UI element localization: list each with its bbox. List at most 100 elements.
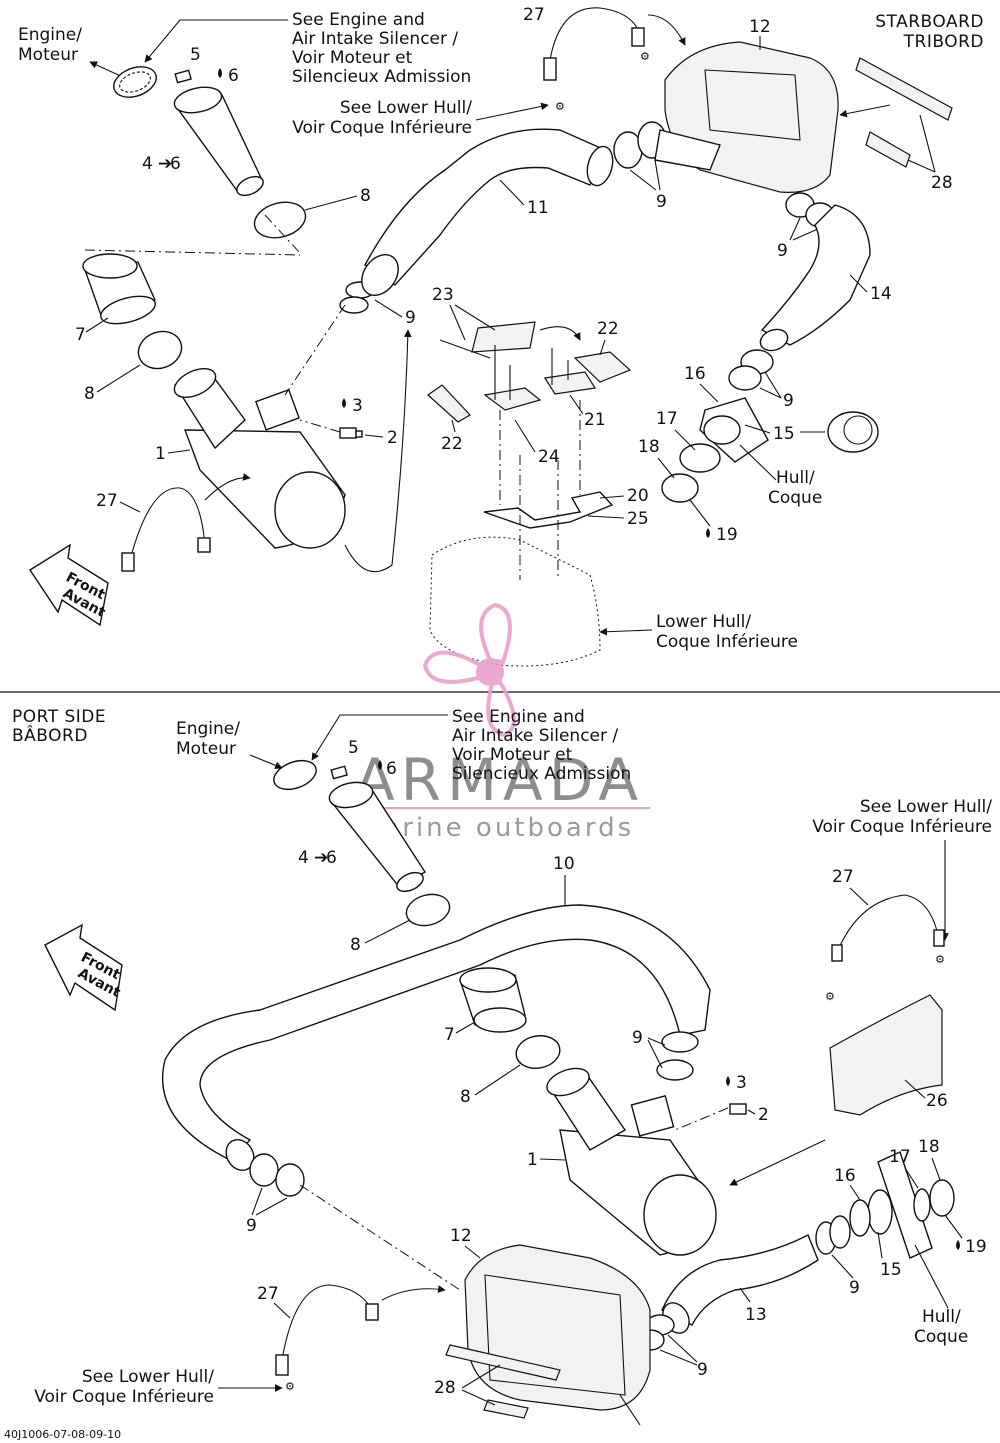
svg-text:2: 2 bbox=[758, 1105, 769, 1125]
clamp-8-bottom bbox=[405, 893, 451, 927]
svg-text:27: 27 bbox=[96, 491, 118, 511]
plug-2-top bbox=[339, 427, 363, 439]
svg-text:27: 27 bbox=[832, 867, 854, 887]
svg-text:15: 15 bbox=[880, 1260, 902, 1280]
hose-14-top bbox=[759, 204, 871, 352]
svg-text:18: 18 bbox=[638, 437, 660, 457]
svg-text:9: 9 bbox=[656, 192, 667, 212]
svg-text:1: 1 bbox=[527, 1150, 538, 1170]
clamps-9-center-bottom bbox=[656, 1031, 699, 1081]
engine-label-bottom: Engine/ bbox=[176, 719, 240, 739]
strap-27-right-bottom bbox=[831, 894, 945, 962]
front-arrow-top: Front Avant bbox=[29, 543, 109, 627]
hull-fitting-15-top bbox=[699, 397, 879, 463]
engine-clamp-top bbox=[113, 66, 157, 98]
muffler-1-top bbox=[173, 367, 346, 549]
svg-text:Coque: Coque bbox=[768, 488, 822, 508]
clamp-8b-top bbox=[137, 330, 183, 370]
see-engine-note-bottom: See Engine and bbox=[452, 707, 585, 727]
svg-text:5: 5 bbox=[190, 45, 201, 65]
svg-text:5: 5 bbox=[348, 738, 359, 758]
svg-text:7: 7 bbox=[444, 1025, 455, 1045]
svg-text:25: 25 bbox=[627, 509, 649, 529]
exhaust-outlet-4-bottom bbox=[328, 781, 426, 893]
svg-text:Voir Moteur et: Voir Moteur et bbox=[452, 745, 573, 765]
svg-text:27: 27 bbox=[523, 5, 545, 25]
svg-text:8: 8 bbox=[360, 186, 371, 206]
svg-text:⚙: ⚙ bbox=[285, 1380, 295, 1393]
svg-text:➔: ➔ bbox=[314, 848, 328, 868]
muffler-1-bottom bbox=[546, 1067, 717, 1256]
svg-text:1: 1 bbox=[155, 444, 166, 464]
front-arrow-bottom: Front Avant bbox=[44, 923, 123, 1012]
svg-text:8: 8 bbox=[350, 935, 361, 955]
coupling-7-top bbox=[82, 253, 156, 325]
svg-text:Voir Moteur et: Voir Moteur et bbox=[292, 48, 413, 68]
svg-text:16: 16 bbox=[834, 1166, 856, 1186]
strap-27-top bbox=[543, 7, 645, 81]
svg-text:Moteur: Moteur bbox=[176, 739, 236, 759]
svg-text:Air Intake Silencer /: Air Intake Silencer / bbox=[292, 29, 458, 49]
svg-text:Coque Inférieure: Coque Inférieure bbox=[656, 632, 798, 652]
svg-text:9: 9 bbox=[849, 1278, 860, 1298]
svg-text:10: 10 bbox=[553, 854, 575, 874]
svg-text:8: 8 bbox=[460, 1087, 471, 1107]
engine-clamp-bottom bbox=[273, 759, 317, 791]
svg-text:14: 14 bbox=[870, 284, 892, 304]
svg-text:28: 28 bbox=[931, 173, 953, 193]
svg-text:4: 4 bbox=[298, 848, 309, 868]
top-section: STARBOARD TRIBORD Engine/ Moteur See Eng… bbox=[18, 5, 984, 667]
svg-text:18: 18 bbox=[918, 1137, 940, 1157]
svg-text:13: 13 bbox=[745, 1305, 767, 1325]
svg-text:8: 8 bbox=[84, 384, 95, 404]
hose-10-bottom bbox=[161, 904, 711, 1172]
screw-5-top bbox=[174, 69, 192, 84]
coupling-7-bottom bbox=[459, 967, 527, 1033]
starboard-label: STARBOARD bbox=[875, 12, 984, 32]
pads-28-top bbox=[855, 57, 953, 168]
svg-text:19: 19 bbox=[965, 1237, 987, 1257]
engine-label: Engine/ bbox=[18, 25, 82, 45]
svg-text:17: 17 bbox=[656, 409, 678, 429]
moteur-label: Moteur bbox=[18, 45, 78, 65]
svg-text:Silencieux Admission: Silencieux Admission bbox=[452, 764, 631, 784]
svg-text:26: 26 bbox=[926, 1091, 948, 1111]
svg-text:27: 27 bbox=[257, 1284, 279, 1304]
svg-text:6: 6 bbox=[386, 759, 397, 779]
svg-text:15: 15 bbox=[773, 424, 795, 444]
svg-text:22: 22 bbox=[597, 319, 619, 339]
port-side-label: PORT SIDE bbox=[12, 707, 106, 727]
svg-text:Silencieux Admission: Silencieux Admission bbox=[292, 67, 471, 87]
svg-text:2: 2 bbox=[387, 428, 398, 448]
svg-text:9: 9 bbox=[246, 1216, 257, 1236]
svg-text:22: 22 bbox=[441, 434, 463, 454]
svg-text:9: 9 bbox=[632, 1028, 643, 1048]
svg-text:17: 17 bbox=[889, 1147, 911, 1167]
exhaust-outlet-4-top bbox=[173, 86, 264, 197]
clamp-8b-bottom bbox=[515, 1035, 561, 1069]
svg-text:⚙: ⚙ bbox=[825, 990, 835, 1003]
clamps-9-right-bottom bbox=[815, 1215, 851, 1255]
svg-text:9: 9 bbox=[697, 1360, 708, 1380]
footer-code: 40J1006-07-08-09-10 bbox=[4, 1428, 121, 1441]
svg-text:3: 3 bbox=[736, 1073, 747, 1093]
svg-text:6: 6 bbox=[326, 848, 337, 868]
svg-text:9: 9 bbox=[783, 391, 794, 411]
svg-text:23: 23 bbox=[432, 285, 454, 305]
svg-text:⚙: ⚙ bbox=[640, 50, 650, 63]
plug-2-bottom bbox=[729, 1103, 747, 1115]
svg-text:16: 16 bbox=[684, 364, 706, 384]
svg-text:28: 28 bbox=[434, 1378, 456, 1398]
svg-text:7: 7 bbox=[75, 325, 86, 345]
svg-text:4: 4 bbox=[142, 154, 153, 174]
bracket-assembly-top bbox=[427, 321, 632, 580]
clamps-9-left-bottom bbox=[249, 1153, 305, 1197]
clamp-8-top bbox=[253, 201, 307, 239]
hull-label-top: Hull/ bbox=[776, 468, 815, 488]
svg-text:11: 11 bbox=[527, 198, 549, 218]
see-lower-hull-note-bottom-left: See Lower Hull/ bbox=[82, 1367, 214, 1387]
hose-11-top bbox=[361, 128, 614, 296]
svg-text:Air Intake Silencer /: Air Intake Silencer / bbox=[452, 726, 618, 746]
svg-text:⚙: ⚙ bbox=[935, 953, 945, 966]
